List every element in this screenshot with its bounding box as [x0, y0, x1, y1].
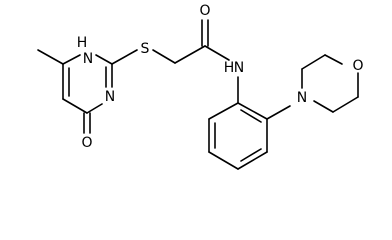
atom-h-n1: H [77, 35, 88, 51]
benzene-ring [208, 102, 268, 170]
atom-o-morpholine: O [352, 58, 363, 74]
bond-ar-inner-1 [240, 109, 262, 123]
bond-mc2-mo [324, 54, 343, 65]
bond-mc1-mc2 [301, 54, 326, 70]
atom-n1: N [83, 51, 93, 67]
morpholine-ring [301, 54, 359, 113]
bond-ar3-ar4 [237, 151, 268, 170]
chemical-structure-diagram: H N N O S O H N N O [37, 3, 364, 170]
atom-n-amide: N [234, 60, 244, 76]
atom-n3: N [105, 89, 115, 105]
bond-ch2-carbonyl [174, 45, 206, 64]
atom-n-morpholine: N [297, 90, 307, 106]
bond-c6-n1 [62, 54, 81, 65]
atom-o-amide: O [199, 3, 210, 19]
bond-mc3-mc4 [332, 96, 359, 113]
atom-s: S [141, 41, 150, 57]
bond-aryl-morpholine-n [266, 105, 291, 120]
bond-ar4-ar5 [208, 151, 239, 170]
atom-h-amide: H [224, 60, 235, 76]
bond-mc4-mn [313, 100, 334, 113]
bond-c2-s [111, 49, 138, 65]
bond-methyl-c6 [37, 49, 64, 65]
bond-c4-c5 [62, 98, 88, 114]
bond-s-ch2 [152, 49, 176, 64]
pyrimidinone-ring [37, 49, 113, 134]
bond-ar6-ar1 [208, 102, 239, 120]
atom-o-ring: O [81, 135, 92, 151]
bond-ar1-ar2 [237, 102, 268, 120]
bond-n1-c2 [95, 54, 113, 65]
bond-carbonyl-nh [204, 45, 230, 61]
bond-n3-c4 [86, 103, 103, 114]
bond-ar-inner-2 [240, 148, 262, 162]
